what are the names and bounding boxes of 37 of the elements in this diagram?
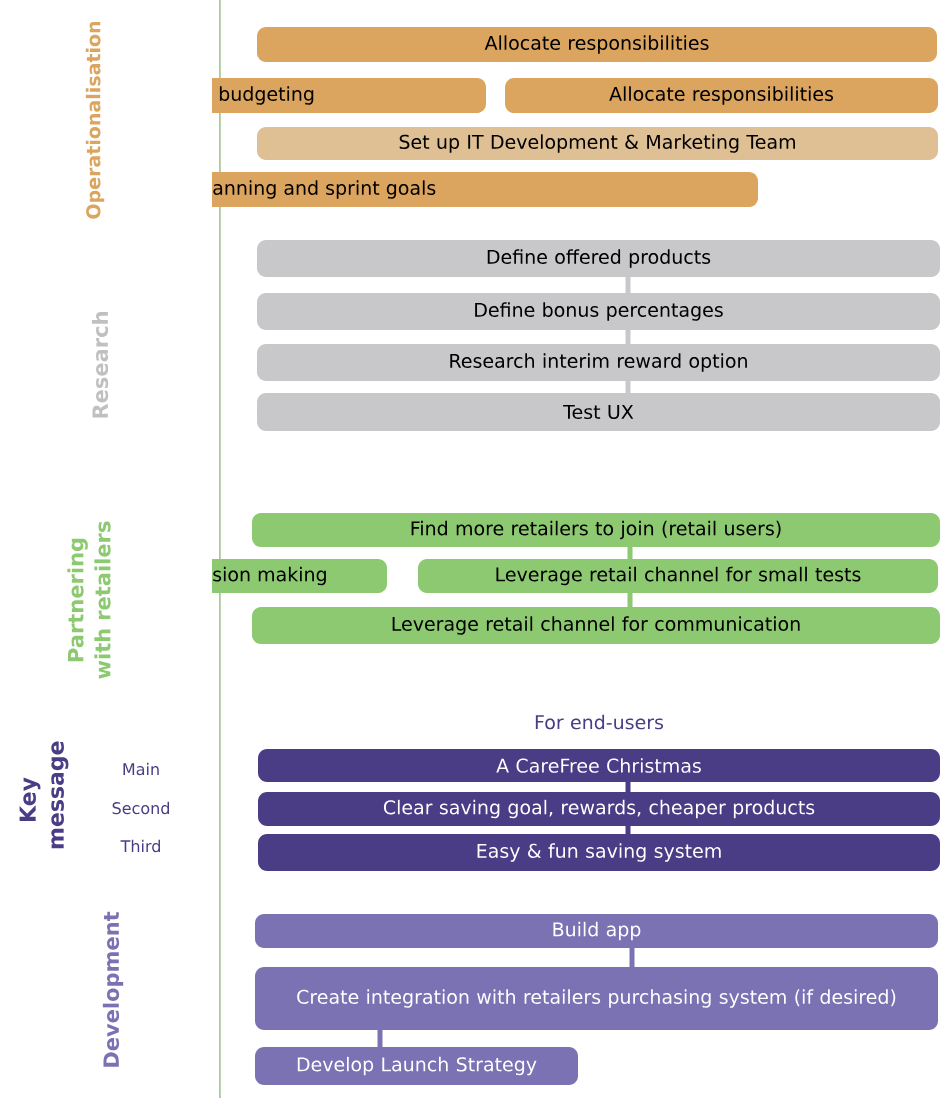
task-bar: Leverage retail channel for small tests <box>418 559 938 593</box>
connector-line <box>625 826 631 834</box>
connector-line <box>625 277 631 293</box>
task-bar: Find more retailers to join (retail users) <box>252 513 940 547</box>
connector-line <box>625 381 631 393</box>
connector-line <box>627 593 633 607</box>
text-label: For end-users <box>535 714 664 730</box>
section-label: Partnering with retailers <box>67 521 111 679</box>
task-bar: Test UX <box>257 393 940 431</box>
section-label: Operationalisation <box>85 21 105 219</box>
task-bar: Develop Launch Strategy <box>255 1047 578 1085</box>
text-label: Main <box>123 762 159 776</box>
task-bar: Build app <box>255 914 938 948</box>
task-bar: Allocate responsibilities <box>505 78 938 113</box>
connector-line <box>627 547 633 559</box>
task-bar: sion making <box>212 559 387 593</box>
task-bar: budgeting <box>212 78 486 113</box>
task-bar: Allocate responsibilities <box>257 27 937 62</box>
task-bar: anning and sprint goals <box>212 172 758 207</box>
connector-line <box>625 782 631 792</box>
section-label: Research <box>91 312 109 418</box>
task-bar: A CareFree Christmas <box>258 749 940 782</box>
task-bar: Research interim reward option <box>257 344 940 381</box>
connector-line <box>625 330 631 344</box>
text-label: Second <box>112 801 169 815</box>
task-bar: Leverage retail channel for communication <box>252 607 940 644</box>
text-label: Third <box>120 839 160 853</box>
task-bar: Set up IT Development & Marketing Team <box>257 127 938 160</box>
task-bar: Create integration with retailers purchasing system (if desired) <box>255 967 938 1030</box>
task-bar: Clear saving goal, rewards, cheaper products <box>258 792 940 826</box>
section-label: Development <box>102 911 124 1067</box>
connector-line <box>377 1030 383 1047</box>
task-bar: Define bonus percentages <box>257 293 940 330</box>
task-bar: Easy & fun saving system <box>258 834 940 871</box>
connector-line <box>629 948 635 967</box>
section-label: Key message <box>19 741 69 849</box>
task-bar: Define offered products <box>257 240 940 277</box>
